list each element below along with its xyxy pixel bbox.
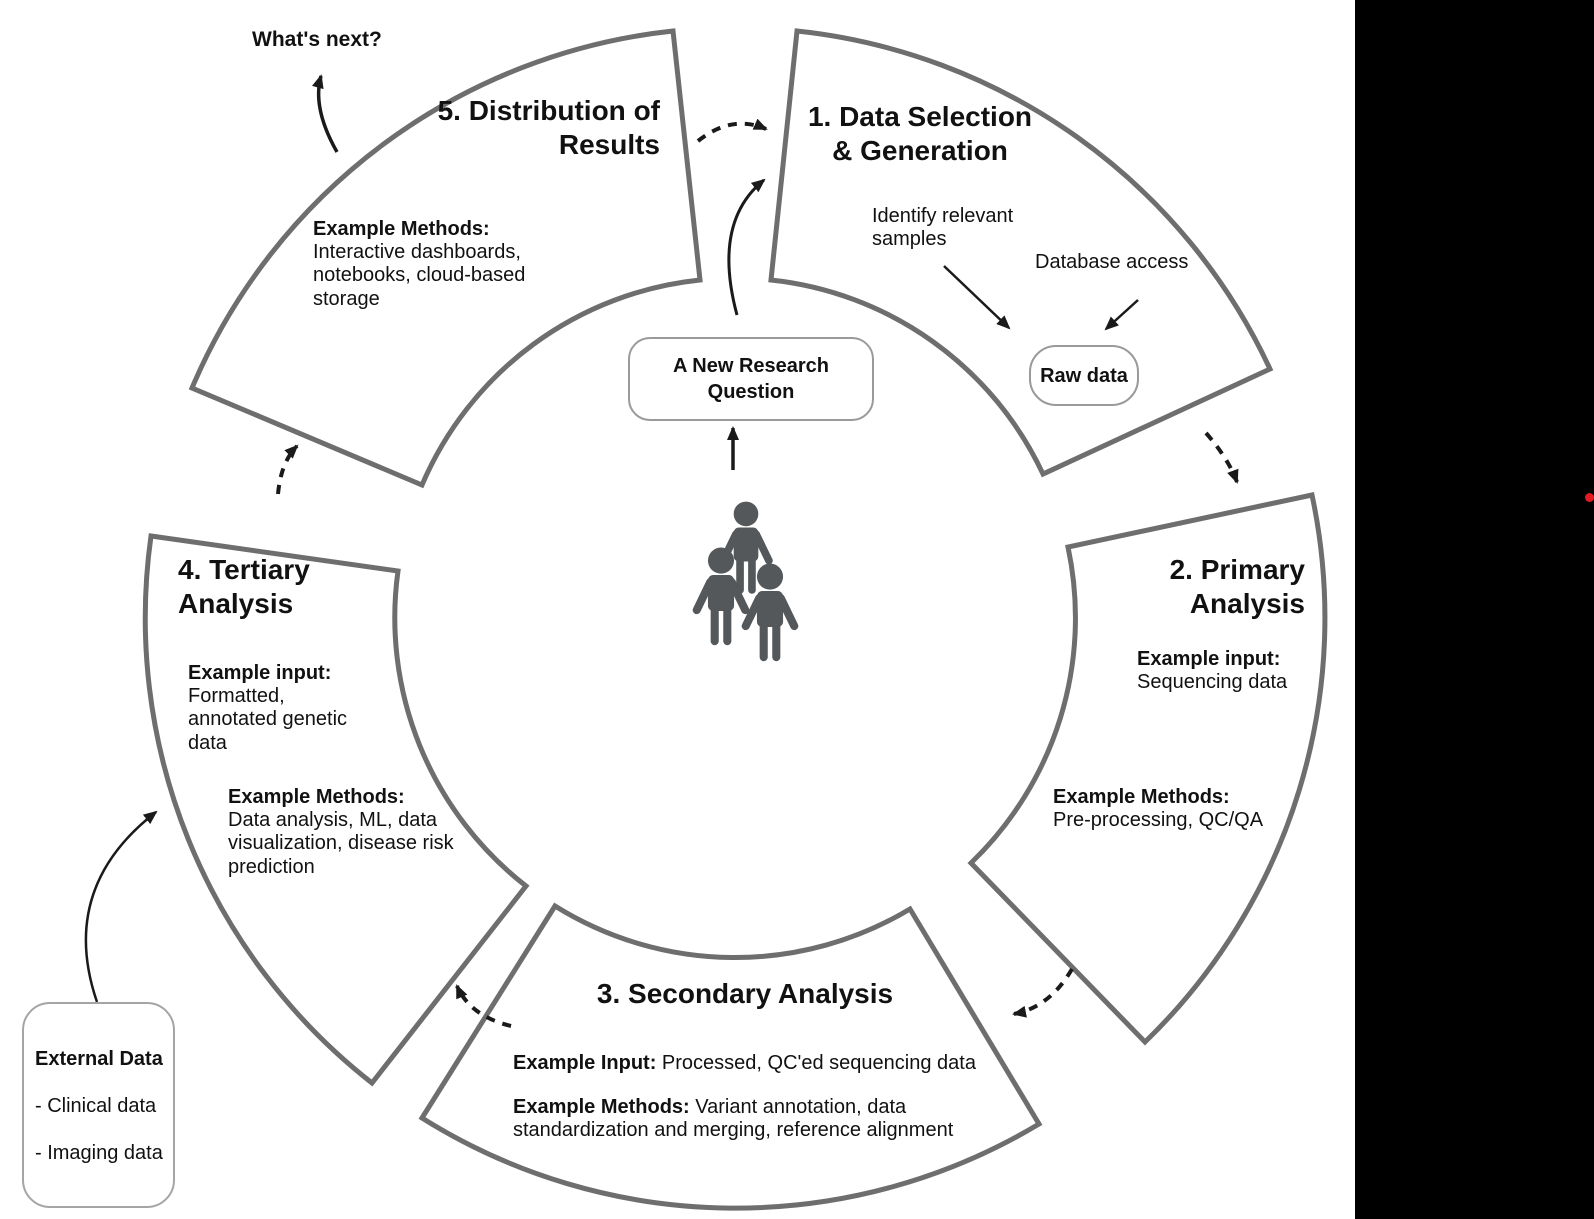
segment3-methods-label: Example Methods: [513, 1096, 690, 1118]
arrow-identify-to-rawdata-icon [943, 265, 1011, 330]
segment3-methods: Example Methods: Variant annotation, dat… [513, 1096, 978, 1142]
arrow-external-to-tertiary-icon [84, 810, 158, 1003]
arrow-dashed-5-to-1-icon [696, 118, 768, 143]
segment5-title: 5. Distribution of Results [437, 95, 660, 160]
segment4-methods: Example Methods: Data analysis, ML, data… [228, 786, 470, 879]
segment1-identify-note: Identify relevant samples [872, 205, 1014, 251]
arrow-dashed-4-to-5-icon [276, 444, 299, 495]
segment2-input-label: Example input: [1137, 648, 1281, 670]
arrow-dashed-3-to-4-icon [455, 984, 512, 1028]
segment2-input-text: Sequencing data [1137, 671, 1288, 694]
researchers-icon [697, 502, 795, 662]
wedge-data-selection [768, 28, 1274, 478]
wedge-secondary-analysis [418, 902, 1043, 1211]
segment4-input: Example input: Formatted, annotated gene… [188, 662, 368, 755]
wedge-distribution [188, 28, 703, 489]
wedge-tertiary-analysis [142, 533, 530, 1087]
segment3-input: Example Input: Processed, QC'ed sequenci… [513, 1052, 978, 1075]
arrow-database-to-rawdata-icon [1104, 299, 1139, 331]
segment2-input: Example input: Sequencing data [1137, 648, 1307, 694]
segment1-database-note: Database access [1035, 251, 1189, 273]
segment1-title: 1. Data Selection & Generation [807, 101, 1033, 166]
segment3-methods-text: Variant annotation, data standardization… [513, 1096, 954, 1142]
external-data-box: External Data - Clinical data - Imaging … [22, 1002, 175, 1208]
segment2-methods-label: Example Methods: [1053, 786, 1230, 808]
segment2-methods: Example Methods: Pre-processing, QC/QA [1053, 786, 1268, 832]
arrow-dashed-2-to-3-icon [1012, 967, 1074, 1018]
arrow-whats-next-icon [311, 74, 339, 153]
whats-next-label: What's next? [252, 28, 382, 51]
red-indicator-dot [1585, 493, 1594, 502]
external-data-title: External Data [35, 1048, 163, 1070]
segment2-title: 2. Primary Analysis [1169, 554, 1305, 619]
segment4-methods-text: Data analysis, ML, data visualization, d… [228, 809, 454, 878]
new-research-question-box: A New Research Question [628, 337, 874, 421]
wedge-primary-analysis [967, 492, 1328, 1046]
segment5-methods-text: Interactive dashboards, notebooks, cloud… [313, 241, 526, 310]
segment5-methods-label: Example Methods: [313, 218, 490, 240]
raw-data-box: Raw data [1029, 345, 1139, 406]
segment4-input-label: Example input: [188, 662, 332, 684]
external-data-item-imaging: - Imaging data [35, 1142, 163, 1164]
right-black-panel [1355, 0, 1594, 1219]
segment2-methods-text: Pre-processing, QC/QA [1053, 809, 1264, 832]
arrow-dashed-1-to-2-icon [1204, 431, 1239, 484]
external-data-item-clinical: - Clinical data [35, 1095, 157, 1117]
segment4-title: 4. Tertiary Analysis [178, 554, 310, 619]
segment3-input-label: Example Input: [513, 1052, 657, 1074]
segment3-title: 3. Secondary Analysis [596, 978, 894, 1009]
arrow-question-to-stage1-icon [727, 178, 766, 316]
segment5-methods: Example Methods: Interactive dashboards,… [313, 218, 541, 311]
segment4-input-text: Formatted, annotated genetic data [188, 685, 348, 754]
segment3-input-text: Processed, QC'ed sequencing data [661, 1052, 976, 1074]
segment4-methods-label: Example Methods: [228, 786, 405, 808]
